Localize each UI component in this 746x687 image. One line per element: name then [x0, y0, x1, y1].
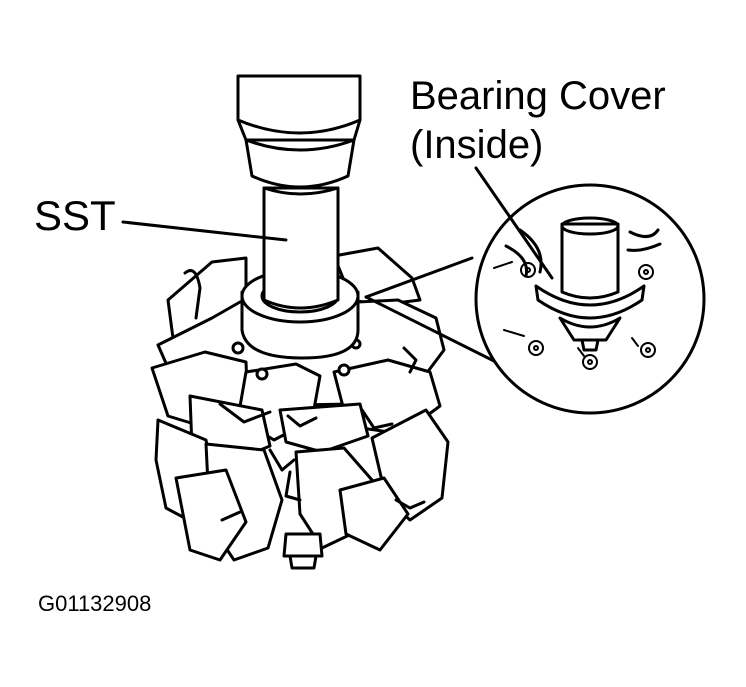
sst-leader-line — [121, 220, 288, 242]
figure-code: G01132908 — [38, 591, 152, 616]
bearing-cover-label-line2: (Inside) — [410, 123, 544, 167]
sst-label: SST — [34, 192, 116, 239]
detail-view — [364, 183, 706, 415]
bearing-cover-label-line1: Bearing Cover — [410, 74, 666, 118]
sst-tool — [236, 74, 362, 310]
rivet-details — [493, 261, 656, 370]
bearing-cover-leader-line — [474, 166, 554, 280]
